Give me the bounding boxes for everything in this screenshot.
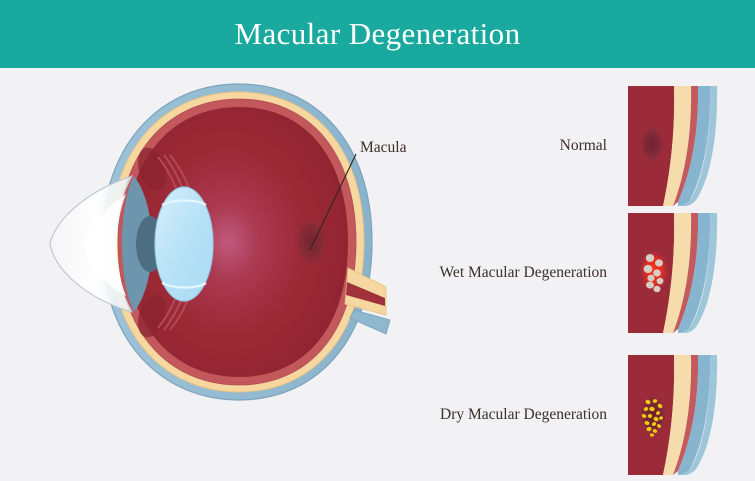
panel-figure-wet [628,213,755,333]
header-bar: Macular Degeneration [0,0,755,68]
wet-fluid-blobs [643,254,664,293]
panel-figure-dry [628,355,755,475]
vitreous-body [126,107,348,377]
panel-label-normal: Normal [559,137,607,155]
panel-figure-normal [628,86,755,206]
dry-macula-svg [628,355,755,475]
optic-nerve [344,267,391,335]
lens [154,186,214,302]
panel-label-wet: Wet Macular Degeneration [439,264,607,282]
cornea [49,175,134,313]
eye-cross-section-svg [49,83,391,401]
wet-macula-svg [628,213,755,333]
normal-macula-svg [628,86,755,206]
dry-drusen-deposits [641,399,663,437]
macula-callout-line [309,153,357,251]
page-title: Macular Degeneration [234,15,521,51]
panel-label-dry: Dry Macular Degeneration [440,406,607,424]
eye-cross-section-diagram [34,72,414,412]
panel-row-dry: Dry Macular Degeneration [420,355,755,475]
panel-row-normal: Normal [420,86,755,206]
panel-row-wet: Wet Macular Degeneration [420,213,755,333]
macula-callout-label: Macula [360,139,407,156]
